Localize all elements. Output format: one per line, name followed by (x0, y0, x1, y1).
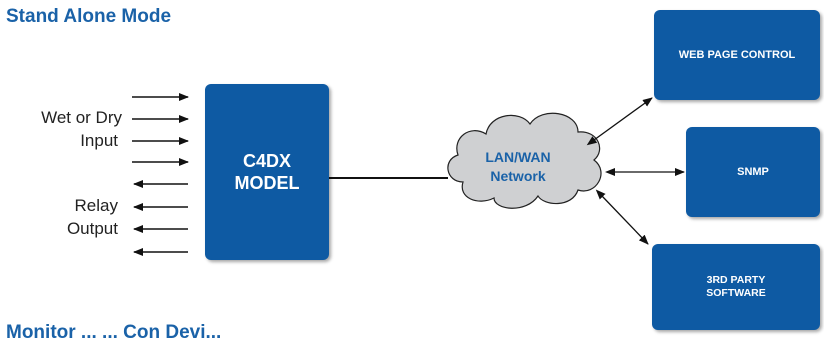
device-label-line1: C4DX (242, 151, 291, 171)
network-label: LAN/WAN Network (470, 148, 566, 186)
next-section-title: Monitor ... ... Con Devi... (6, 322, 222, 343)
third-party-label-line1: 3RD PARTY (706, 274, 766, 286)
third-party-link (595, 189, 649, 245)
third-party-software-box: 3RD PARTY SOFTWARE (652, 244, 820, 330)
third-party-label-line2: SOFTWARE (706, 287, 766, 299)
snmp-label: SNMP (737, 166, 769, 178)
web-link (586, 97, 653, 146)
network-label-line2: Network (490, 168, 546, 184)
output-label-line1: Relay (74, 196, 118, 215)
web-page-control-label: WEB PAGE CONTROL (678, 49, 796, 61)
network-label-line1: LAN/WAN (485, 149, 551, 165)
output-label-line2: Output (66, 219, 118, 238)
input-label-line1: Wet or Dry (41, 108, 122, 127)
page-title: Stand Alone Mode (6, 6, 172, 27)
snmp-box: SNMP (686, 127, 820, 217)
input-label-line2: Input (80, 131, 118, 150)
device-label-line2: MODEL (234, 173, 300, 193)
diagram-connectors (132, 93, 685, 256)
c4dx-model-box: C4DX MODEL (205, 84, 329, 260)
web-page-control-box: WEB PAGE CONTROL (654, 10, 820, 100)
